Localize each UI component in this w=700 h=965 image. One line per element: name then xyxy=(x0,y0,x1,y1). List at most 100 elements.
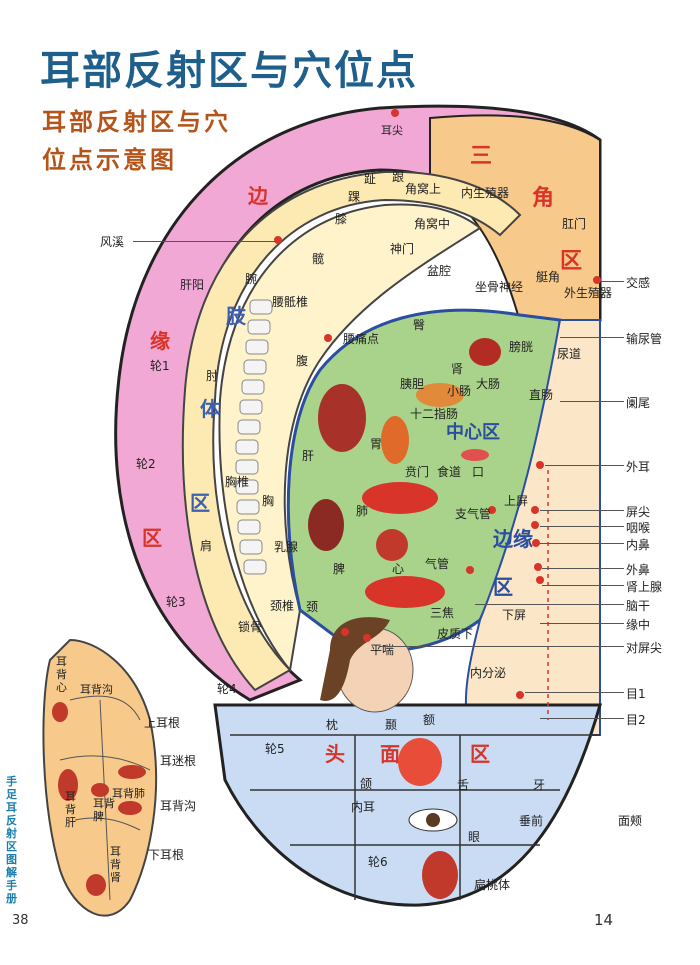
label-dachang: 大肠 xyxy=(476,377,501,391)
label-yan: 眼 xyxy=(468,830,481,844)
label-kou: 口 xyxy=(472,465,485,479)
label-zhiqiguan: 支气管 xyxy=(455,507,492,521)
label-he: 颌 xyxy=(360,777,373,791)
label-pizhixia: 皮质下 xyxy=(437,627,474,641)
spine-illustration xyxy=(235,299,273,575)
label-xiong: 胸 xyxy=(262,494,275,508)
region-edge-3: 区 xyxy=(142,526,162,550)
heart-organ xyxy=(376,529,408,561)
label-fengxi: 风溪 xyxy=(100,235,125,249)
label-lun3-inner: 轮3 xyxy=(166,595,186,609)
label-neier: 内耳 xyxy=(351,800,376,814)
label-neifenmi: 内分泌 xyxy=(470,666,507,680)
region-limb-2: 体 xyxy=(200,397,220,421)
page-number-left: 38 xyxy=(12,913,29,928)
leader-mu1 xyxy=(525,692,624,693)
label-mianjia: 面颊 xyxy=(618,814,643,828)
label-neibi: 内鼻 xyxy=(626,538,651,552)
region-center: 中心区 xyxy=(446,422,500,443)
leader-pingjian xyxy=(540,510,624,511)
region-margin-2: 区 xyxy=(493,575,513,599)
diagram-subtitle-line2: 位点示意图 xyxy=(42,146,177,174)
region-limb-1: 肢 xyxy=(226,304,246,328)
hair-illustration xyxy=(320,617,390,701)
label-shen: 肾 xyxy=(451,362,464,376)
label-knee: 膝 xyxy=(335,212,348,226)
label-she: 舌 xyxy=(457,778,470,792)
label-shangping: 上屏 xyxy=(504,494,529,508)
label-pingjian: 屏尖 xyxy=(626,505,651,519)
label-upper-root: 上耳根 xyxy=(144,716,181,730)
label-back-kidney: 耳背肾 xyxy=(110,845,121,884)
leader-waibi xyxy=(542,568,624,569)
lobe-grid xyxy=(230,734,600,900)
label-pingchuan: 平喘 xyxy=(370,643,395,657)
leader-mu2 xyxy=(540,718,624,719)
leader-jiaogan xyxy=(600,281,624,282)
scapha-band xyxy=(181,170,522,692)
label-nie: 颞 xyxy=(385,718,398,732)
label-benmen: 贲门 xyxy=(405,465,430,479)
label-xin: 心 xyxy=(392,562,405,576)
label-zhichang: 直肠 xyxy=(529,388,554,402)
label-xiongzhui: 胸椎 xyxy=(225,475,250,489)
label-waibi: 外鼻 xyxy=(626,563,651,577)
label-heel: 跟 xyxy=(392,170,405,184)
label-toe: 趾 xyxy=(364,172,377,186)
label-zhen: 枕 xyxy=(326,718,339,732)
label-chuiqian: 垂前 xyxy=(519,814,544,828)
label-lanwei: 阑尾 xyxy=(626,396,651,410)
label-ankle: 踝 xyxy=(348,190,361,204)
label-xiaping: 下屏 xyxy=(502,608,527,622)
ear-lobe xyxy=(213,703,602,907)
leader-waier xyxy=(545,465,624,466)
label-mu1: 目1 xyxy=(626,687,646,701)
label-neishengzhiqi: 内生殖器 xyxy=(461,186,510,200)
label-niaodao: 尿道 xyxy=(557,347,582,361)
stomach-organ xyxy=(381,416,409,464)
label-zuogushenjing: 坐骨神经 xyxy=(475,280,524,294)
label-ya: 牙 xyxy=(533,778,546,792)
label-yuanzhong: 缘中 xyxy=(626,618,651,632)
sidebar-book-title: 手足耳反射区图解手册 xyxy=(6,775,17,905)
bladder-organ xyxy=(469,338,501,366)
region-triangle-3: 区 xyxy=(560,249,583,274)
label-yidan: 胰胆 xyxy=(400,377,425,391)
label-tun: 臀 xyxy=(413,318,426,332)
label-lun5: 轮5 xyxy=(265,742,285,756)
region-edge-1: 边 xyxy=(248,184,268,208)
label-sanjiao: 三焦 xyxy=(430,606,455,620)
label-wan: 腕 xyxy=(245,272,258,286)
label-wei: 胃 xyxy=(370,437,383,451)
label-penqiang: 盆腔 xyxy=(427,264,452,278)
leader-duipingjian xyxy=(380,646,624,647)
mouth-organ xyxy=(461,449,489,461)
leader-yanhou xyxy=(540,526,624,527)
diagram-subtitle-line1: 耳部反射区与穴 xyxy=(42,108,231,136)
intestine-organ xyxy=(416,383,464,407)
label-erjian: 耳尖 xyxy=(381,124,403,137)
label-waishengzhiqi: 外生殖器 xyxy=(564,286,613,300)
leader-shuniaoguan xyxy=(560,337,624,338)
eye-pupil xyxy=(426,813,440,827)
region-triangle-2: 角 xyxy=(532,186,555,211)
label-shierzhichang: 十二指肠 xyxy=(410,407,459,421)
tongue-illustration xyxy=(398,738,442,786)
throat-illustration xyxy=(422,851,458,899)
leader-fengxi xyxy=(133,241,275,242)
leader-yuanzhong xyxy=(540,623,624,624)
label-lun4-inner: 轮4 xyxy=(217,682,237,696)
label-waier: 外耳 xyxy=(626,460,651,474)
label-tingjiao: 艇角 xyxy=(536,270,561,284)
lung-organ-upper xyxy=(362,482,438,514)
antihelix-body xyxy=(218,203,482,673)
label-yanhou: 咽喉 xyxy=(626,521,651,535)
leader-shenshangxian xyxy=(542,585,624,586)
label-yaotongdian: 腰痛点 xyxy=(343,332,380,346)
label-e: 额 xyxy=(423,713,436,727)
label-lun1-inner: 轮1 xyxy=(150,359,170,373)
region-head-1: 头 xyxy=(325,742,345,766)
label-fu: 腹 xyxy=(296,354,309,368)
liver-organ xyxy=(318,384,366,452)
